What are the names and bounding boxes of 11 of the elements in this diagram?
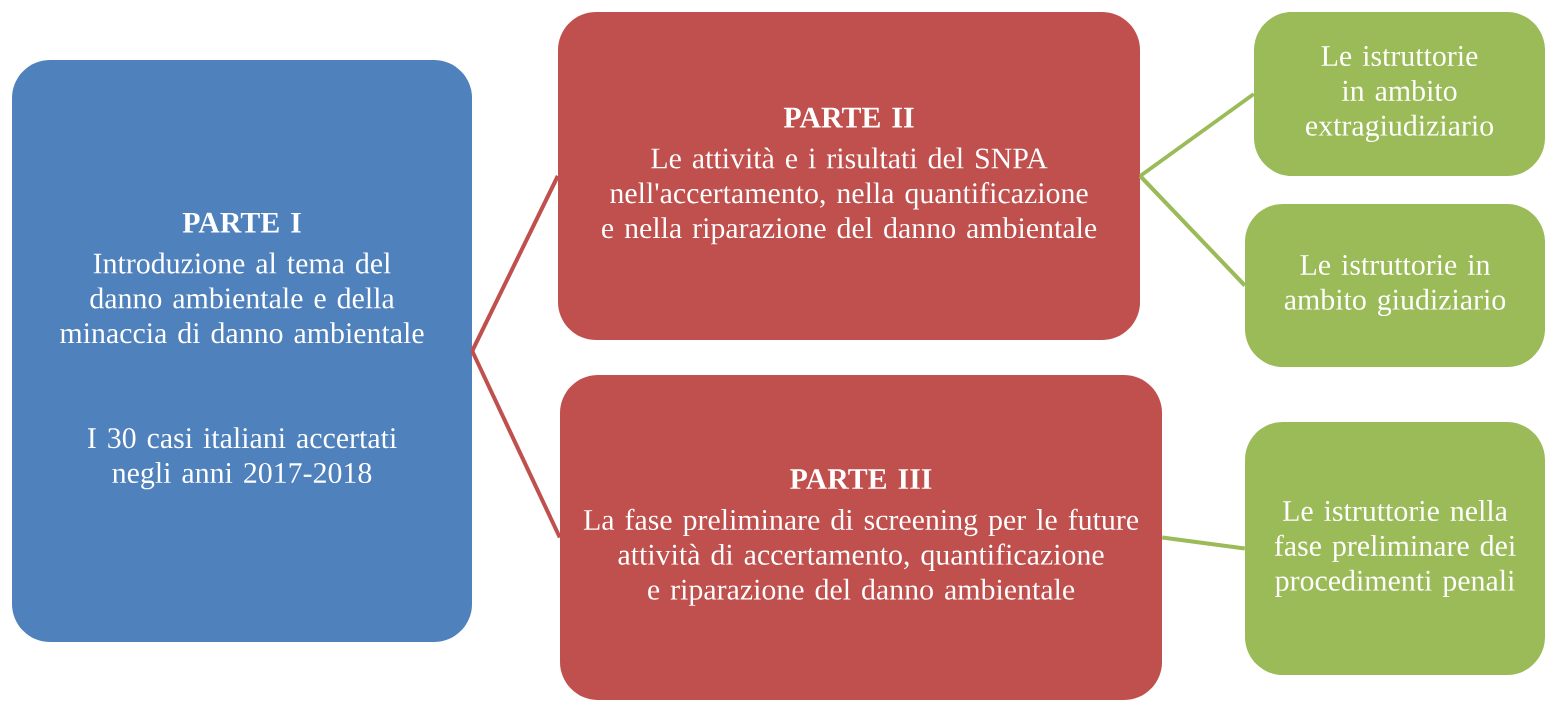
section-box: PARTE I Introduzione al tema del danno ambientale e della minaccia di danno ambientale I 30 casi italiani accertati negli anni 2017-2018: [12, 60, 472, 642]
section-box: PARTE III La fase preliminare di screening per le future attività di accertamento, quantificazione e riparazione del danno ambientale: [560, 375, 1162, 700]
connector-line: [470, 175, 560, 352]
topic-box: Le istruttorie in ambito extragiudiziario: [1254, 12, 1545, 176]
topic-box: Le istruttorie in ambito giudiziario: [1245, 204, 1545, 367]
topic-box: Le istruttorie nella fase preliminare dei procedimenti penali: [1245, 422, 1545, 675]
connector-line: [1161, 535, 1246, 551]
connector-line: [470, 350, 562, 539]
connector-line: [1139, 92, 1255, 178]
connector-line: [1138, 174, 1247, 287]
section-box: PARTE II Le attività e i risultati del SNPA nell'accertamento, nella quantificazione e nella riparazione del danno ambientale: [558, 12, 1140, 340]
